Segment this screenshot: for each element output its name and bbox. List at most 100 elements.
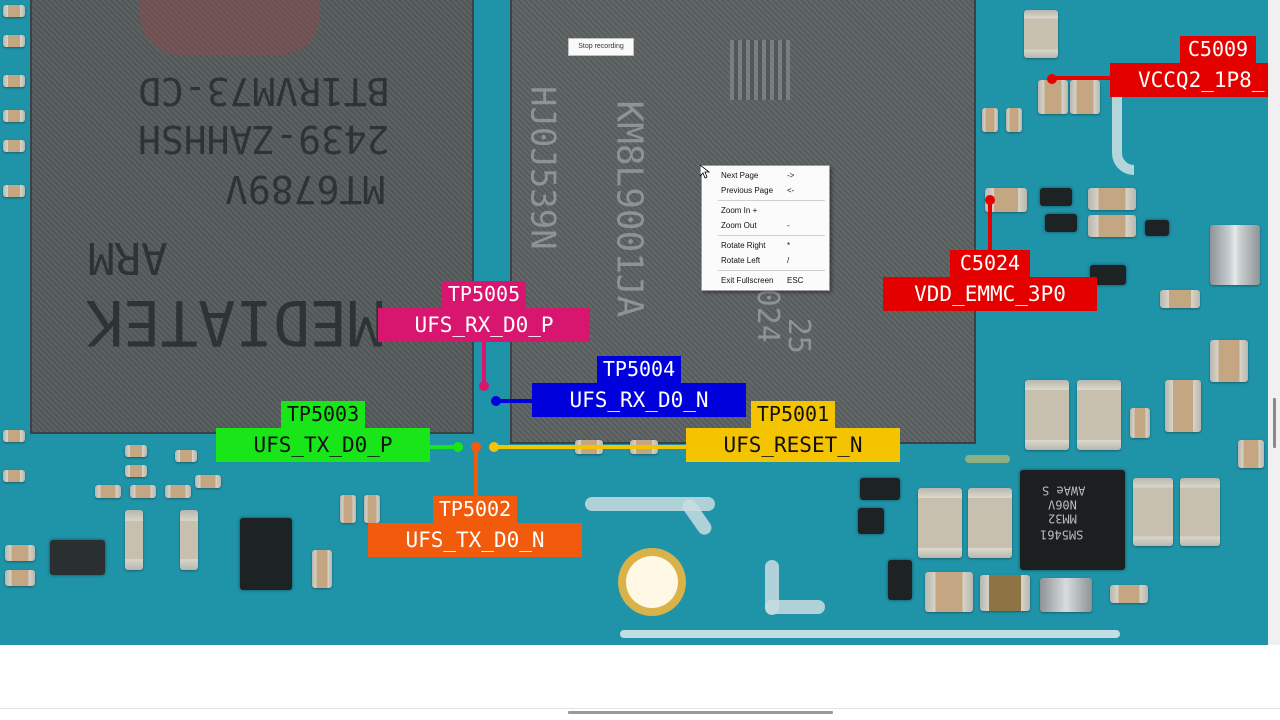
capacitor	[1110, 585, 1148, 603]
menu-item-rotate-right[interactable]: Rotate Right*	[702, 238, 829, 253]
menu-separator	[718, 235, 825, 236]
ic-package	[858, 508, 884, 534]
capacitor	[340, 495, 356, 523]
capacitor	[3, 430, 25, 442]
menu-item-shortcut: /	[787, 256, 790, 265]
capacitor	[3, 470, 25, 482]
tp5004-ref-label: TP5004	[597, 356, 681, 383]
tp5003-probe-dot	[453, 442, 463, 452]
divider	[0, 708, 1280, 709]
capacitor	[125, 465, 147, 477]
menu-item-shortcut: ESC	[787, 276, 804, 285]
capacitor	[125, 510, 143, 570]
soc-marking-2: 2439-ZAHHSH	[138, 116, 390, 161]
tp5004-signal-label: UFS_RX_D0_N	[532, 383, 746, 417]
datamatrix-code	[730, 40, 790, 100]
menu-item-previous-page[interactable]: Previous Page<-	[702, 183, 829, 198]
tp5002-leader-line	[474, 450, 478, 496]
capacitor	[364, 495, 380, 523]
tp5005-ref-label: TP5005	[442, 281, 526, 308]
capacitor	[125, 445, 147, 457]
capacitor	[1006, 108, 1022, 132]
menu-item-label: Zoom Out	[721, 221, 757, 230]
capacitor	[1038, 80, 1068, 114]
c5024-leader-line	[988, 200, 992, 250]
soc-marking-5: MEDIATEK	[86, 286, 385, 360]
c5009-probe-dot	[1047, 74, 1057, 84]
ic-package	[1045, 214, 1077, 232]
soc-marking-1: BT1RVM73-CD	[138, 68, 390, 113]
capacitor	[1070, 80, 1100, 114]
c5009-ref-label: C5009	[1180, 36, 1256, 63]
menu-separator	[718, 200, 825, 201]
tp5003-ref-label: TP5003	[281, 401, 365, 428]
ic-package	[1145, 220, 1169, 236]
capacitor	[195, 475, 221, 488]
menu-item-zoom-in[interactable]: Zoom In +	[702, 203, 829, 218]
c5009-leader-line	[1052, 76, 1112, 80]
tp5003-leader-line	[430, 445, 460, 449]
capacitor	[130, 485, 156, 498]
capacitor	[1238, 440, 1264, 468]
ic-package	[888, 560, 912, 600]
ic-package	[50, 540, 105, 575]
tp5004-leader-line	[498, 399, 534, 403]
menu-item-label: Rotate Left	[721, 256, 761, 265]
capacitor	[982, 108, 998, 132]
capacitor	[3, 75, 25, 87]
capacitor	[95, 485, 121, 498]
capacitor	[1088, 188, 1136, 210]
vertical-scrollbar-thumb[interactable]	[1273, 398, 1276, 448]
tp5005-leader-line	[482, 340, 486, 386]
pcb-trace	[765, 600, 825, 614]
menu-item-zoom-out[interactable]: Zoom Out-	[702, 218, 829, 233]
pmic-marking-2: MM32	[1048, 511, 1077, 526]
menu-item-rotate-left[interactable]: Rotate Left /	[702, 253, 829, 268]
tp5001-probe-dot	[489, 442, 499, 452]
capacitor	[312, 550, 332, 588]
menu-item-label: Next Page	[721, 171, 759, 180]
vertical-scrollbar[interactable]	[1268, 0, 1280, 645]
capacitor	[3, 140, 25, 152]
tp5002-ref-label: TP5002	[433, 496, 517, 523]
capacitor	[1165, 380, 1201, 432]
capacitor	[3, 35, 25, 47]
tp5003-signal-label: UFS_TX_D0_P	[216, 428, 430, 462]
soc-marking-4: ARM	[88, 232, 168, 284]
stop-recording-button[interactable]: Stop recording	[568, 38, 634, 56]
capacitor	[5, 545, 35, 561]
ic-package	[1090, 265, 1126, 285]
tp5001-leader-line	[496, 445, 686, 449]
capacitor	[925, 572, 973, 612]
mouse-cursor-icon	[700, 165, 710, 179]
page-bottom-area	[0, 645, 1280, 720]
menu-item-shortcut: *	[787, 241, 791, 250]
capacitor	[3, 185, 25, 197]
horizontal-scrollbar-thumb[interactable]	[568, 711, 833, 714]
capacitor	[1180, 478, 1220, 546]
pmic-marking-1: SM5461	[1040, 527, 1084, 542]
menu-item-next-page[interactable]: Next Page ->	[702, 168, 829, 183]
pcb-photo: BT1RVM73-CD 2439-ZAHHSH MT6789V ARM MEDI…	[0, 0, 1268, 645]
memory-marking-3: 024	[749, 288, 785, 343]
capacitor	[968, 488, 1012, 558]
menu-item-label: Zoom In	[721, 206, 751, 215]
capacitor	[180, 510, 198, 570]
capacitor	[5, 570, 35, 586]
tp5005-signal-label: UFS_RX_D0_P	[378, 308, 590, 342]
capacitor	[1025, 380, 1069, 450]
tp5001-signal-label: UFS_RESET_N	[686, 428, 900, 462]
tp5001-ref-label: TP5001	[751, 401, 835, 428]
menu-item-label: Previous Page	[721, 186, 774, 195]
capacitor	[165, 485, 191, 498]
pmic-marking-4: AWAe S	[1042, 483, 1086, 498]
mediatek-soc-chip	[30, 0, 474, 434]
tp5005-probe-dot	[479, 381, 489, 391]
ic-package	[1040, 188, 1072, 206]
menu-item-shortcut: ->	[787, 171, 795, 180]
ic-package	[240, 518, 292, 590]
c5009-signal-label: VCCQ2_1P8_	[1110, 63, 1268, 97]
pcb-trace	[765, 560, 779, 615]
capacitor	[3, 110, 25, 122]
